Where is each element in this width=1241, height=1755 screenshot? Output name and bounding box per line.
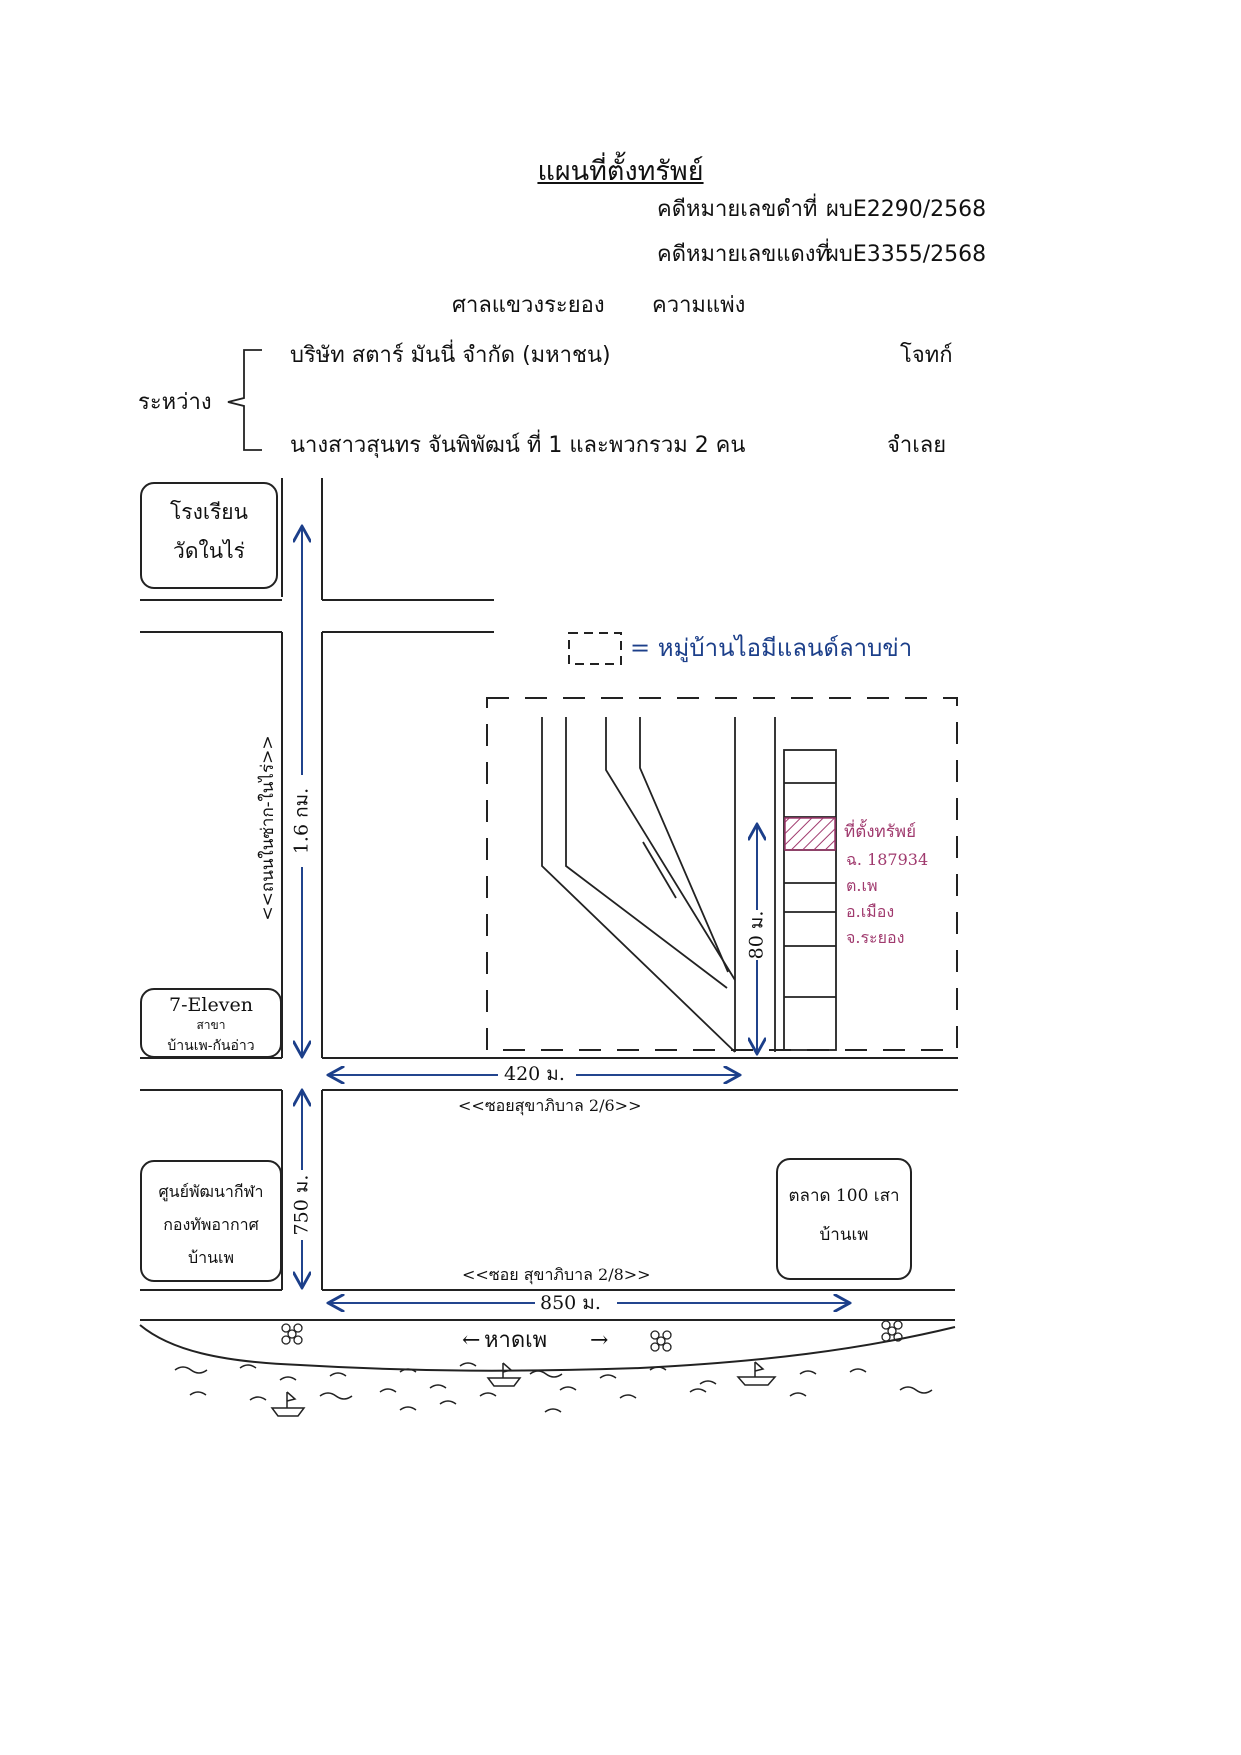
- red-case-label: คดีหมายเลขแดงที่: [657, 242, 831, 267]
- seven-eleven-location: บ้านเพ-กันอ่าว: [167, 1038, 255, 1054]
- sports-center-line2: กองทัพอากาศ: [163, 1215, 259, 1234]
- black-case-number: ผบE2290/2568: [826, 197, 987, 222]
- defendant-role: จำเลย: [887, 433, 947, 458]
- beach-coastline: [139, 1324, 956, 1372]
- school-name-line1: โรงเรียน: [170, 500, 248, 524]
- between-brace: [227, 349, 262, 451]
- main-road: [281, 478, 323, 1290]
- soi-2-8-label: <<ซอย สุขาภิบาล 2/8>>: [462, 1265, 651, 1284]
- soi-2-6-label: <<ซอยสุขาภิบาล 2/6>>: [458, 1096, 642, 1115]
- distance-420m: 420 ม.: [504, 1063, 565, 1085]
- court-name: ศาลแขวงระยอง: [452, 293, 605, 318]
- property-label: ที่ตั้งทรัพย์: [844, 822, 917, 842]
- property-deed: ฉ. 187934: [846, 850, 929, 869]
- school-name-line2: วัดในไร่: [173, 539, 245, 563]
- distance-1-6km: 1.6 กม.: [290, 787, 313, 855]
- main-road-name: <<ถนนในซ่าก-ในไร่>>: [257, 735, 278, 921]
- legend-dashed-box: [568, 632, 622, 665]
- case-type: ความแพ่ง: [652, 293, 746, 318]
- seven-eleven-box: 7-Eleven สาขา บ้านเพ-กันอ่าว: [140, 988, 282, 1058]
- sports-center-line1: ศูนย์พัฒนากีฬา: [158, 1182, 264, 1201]
- distance-80m: 80 ม.: [745, 910, 768, 960]
- distance-750m: 750 ม.: [290, 1174, 313, 1236]
- market-name: ตลาด 100 เสา: [788, 1186, 900, 1206]
- school-box: โรงเรียน วัดในไร่: [140, 482, 278, 589]
- defendant-name: นางสาวสุนทร จันพิพัฒน์ ที่ 1 และพวกรวม 2…: [290, 433, 746, 458]
- red-case-number: ผบE3355/2568: [826, 242, 987, 267]
- beach-arrow-right: →: [590, 1328, 609, 1353]
- property-hatched-plot: [784, 817, 836, 851]
- seven-eleven-name: 7-Eleven: [169, 994, 253, 1016]
- seven-eleven-branch: สาขา: [196, 1018, 226, 1032]
- plot-strip: [783, 749, 837, 1051]
- market-box: ตลาด 100 เสา บ้านเพ: [776, 1158, 912, 1280]
- market-location: บ้านเพ: [819, 1225, 869, 1245]
- boat-icon: [270, 1361, 777, 1417]
- distance-850m: 850 ม.: [540, 1292, 601, 1314]
- beach-label: หาดเพ: [484, 1328, 548, 1353]
- school-cross-road: [140, 599, 494, 633]
- beach-arrow-left: ←: [462, 1328, 481, 1353]
- village-inner-roads: [541, 717, 776, 1053]
- village-boundary: [486, 697, 958, 1051]
- sports-center-line3: บ้านเพ: [187, 1248, 235, 1267]
- black-case-label: คดีหมายเลขดำที่: [657, 197, 818, 222]
- soi-2-6-road: [140, 1057, 958, 1091]
- plaintiff-role: โจทก์: [900, 343, 953, 368]
- soi-2-8-road: [140, 1289, 955, 1321]
- between-label: ระหว่าง: [138, 390, 212, 415]
- sea-waves: [174, 1362, 933, 1413]
- property-district: อ.เมือง: [846, 902, 895, 921]
- flower-icon: [281, 1320, 903, 1352]
- property-subdistrict: ต.เพ: [846, 876, 878, 895]
- sports-center-box: ศูนย์พัฒนากีฬา กองทัพอากาศ บ้านเพ: [140, 1160, 282, 1282]
- plaintiff-name: บริษัท สตาร์ มันนี่ จำกัด (มหาชน): [290, 343, 611, 368]
- property-province: จ.ระยอง: [846, 928, 905, 947]
- page-title: แผนที่ตั้งทรัพย์: [537, 156, 704, 187]
- legend-text: = หมู่บ้านไอมีแลนด์ลาบข่า: [630, 634, 913, 662]
